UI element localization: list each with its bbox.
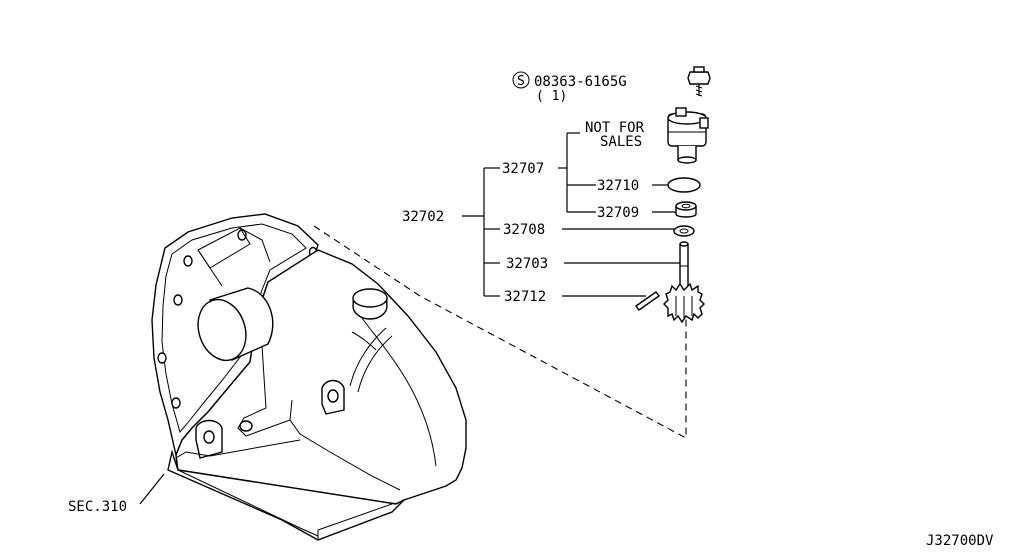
- bolt-part-number: 08363-6165G: [534, 74, 627, 90]
- bolt-part: [687, 66, 711, 97]
- transmission-case: [151, 213, 467, 541]
- part-number-pin: 32712: [504, 289, 546, 305]
- part-number-o-ring: 32710: [597, 178, 639, 194]
- bolt-quantity: ( 1): [536, 89, 567, 104]
- washer-part: [673, 225, 695, 237]
- section-reference: SEC.310: [68, 499, 127, 515]
- part-number-sleeve: 32709: [597, 205, 639, 221]
- shaft-gear-part: [663, 241, 705, 324]
- part-number-assembly: 32702: [402, 209, 444, 225]
- part-number-sensor: 32707: [502, 161, 544, 177]
- labels: S 08363-6165G ( 1) NOT FOR SALES 32702 3…: [68, 71, 994, 549]
- sleeve-part: [675, 201, 697, 218]
- standard-part-symbol: S: [517, 74, 525, 89]
- sensor-part: [667, 107, 709, 164]
- part-number-washer: 32708: [503, 222, 545, 238]
- not-for-sales-line1: NOT FOR: [585, 120, 645, 136]
- part-number-shaft: 32703: [506, 256, 548, 272]
- callout-lines: [139, 132, 680, 505]
- standard-part-symbol-icon: [512, 71, 530, 89]
- o-ring-part: [667, 177, 701, 193]
- not-for-sales-line2: SALES: [600, 134, 642, 150]
- assembly-location-leader: [313, 225, 687, 439]
- diagram-id: J32700DV: [926, 533, 994, 549]
- pin-part: [635, 291, 660, 311]
